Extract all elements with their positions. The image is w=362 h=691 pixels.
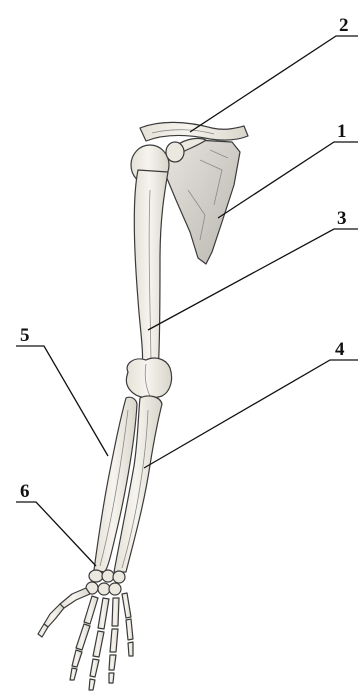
leader-lines <box>16 36 358 566</box>
leader-line-4 <box>144 360 358 468</box>
callout-3: 3 <box>337 208 347 229</box>
callout-4: 4 <box>335 339 345 360</box>
carpal-bones <box>86 570 125 595</box>
leader-line-5 <box>16 346 108 456</box>
callout-5: 5 <box>20 325 30 346</box>
hand-bones <box>38 588 133 690</box>
callout-2: 2 <box>339 15 349 36</box>
callout-labels: 1 2 3 4 5 6 <box>20 15 349 502</box>
leader-line-6 <box>16 502 96 566</box>
leader-line-2 <box>190 36 358 132</box>
callout-1: 1 <box>337 121 347 142</box>
leader-line-3 <box>148 229 358 330</box>
callout-6: 6 <box>20 481 30 502</box>
